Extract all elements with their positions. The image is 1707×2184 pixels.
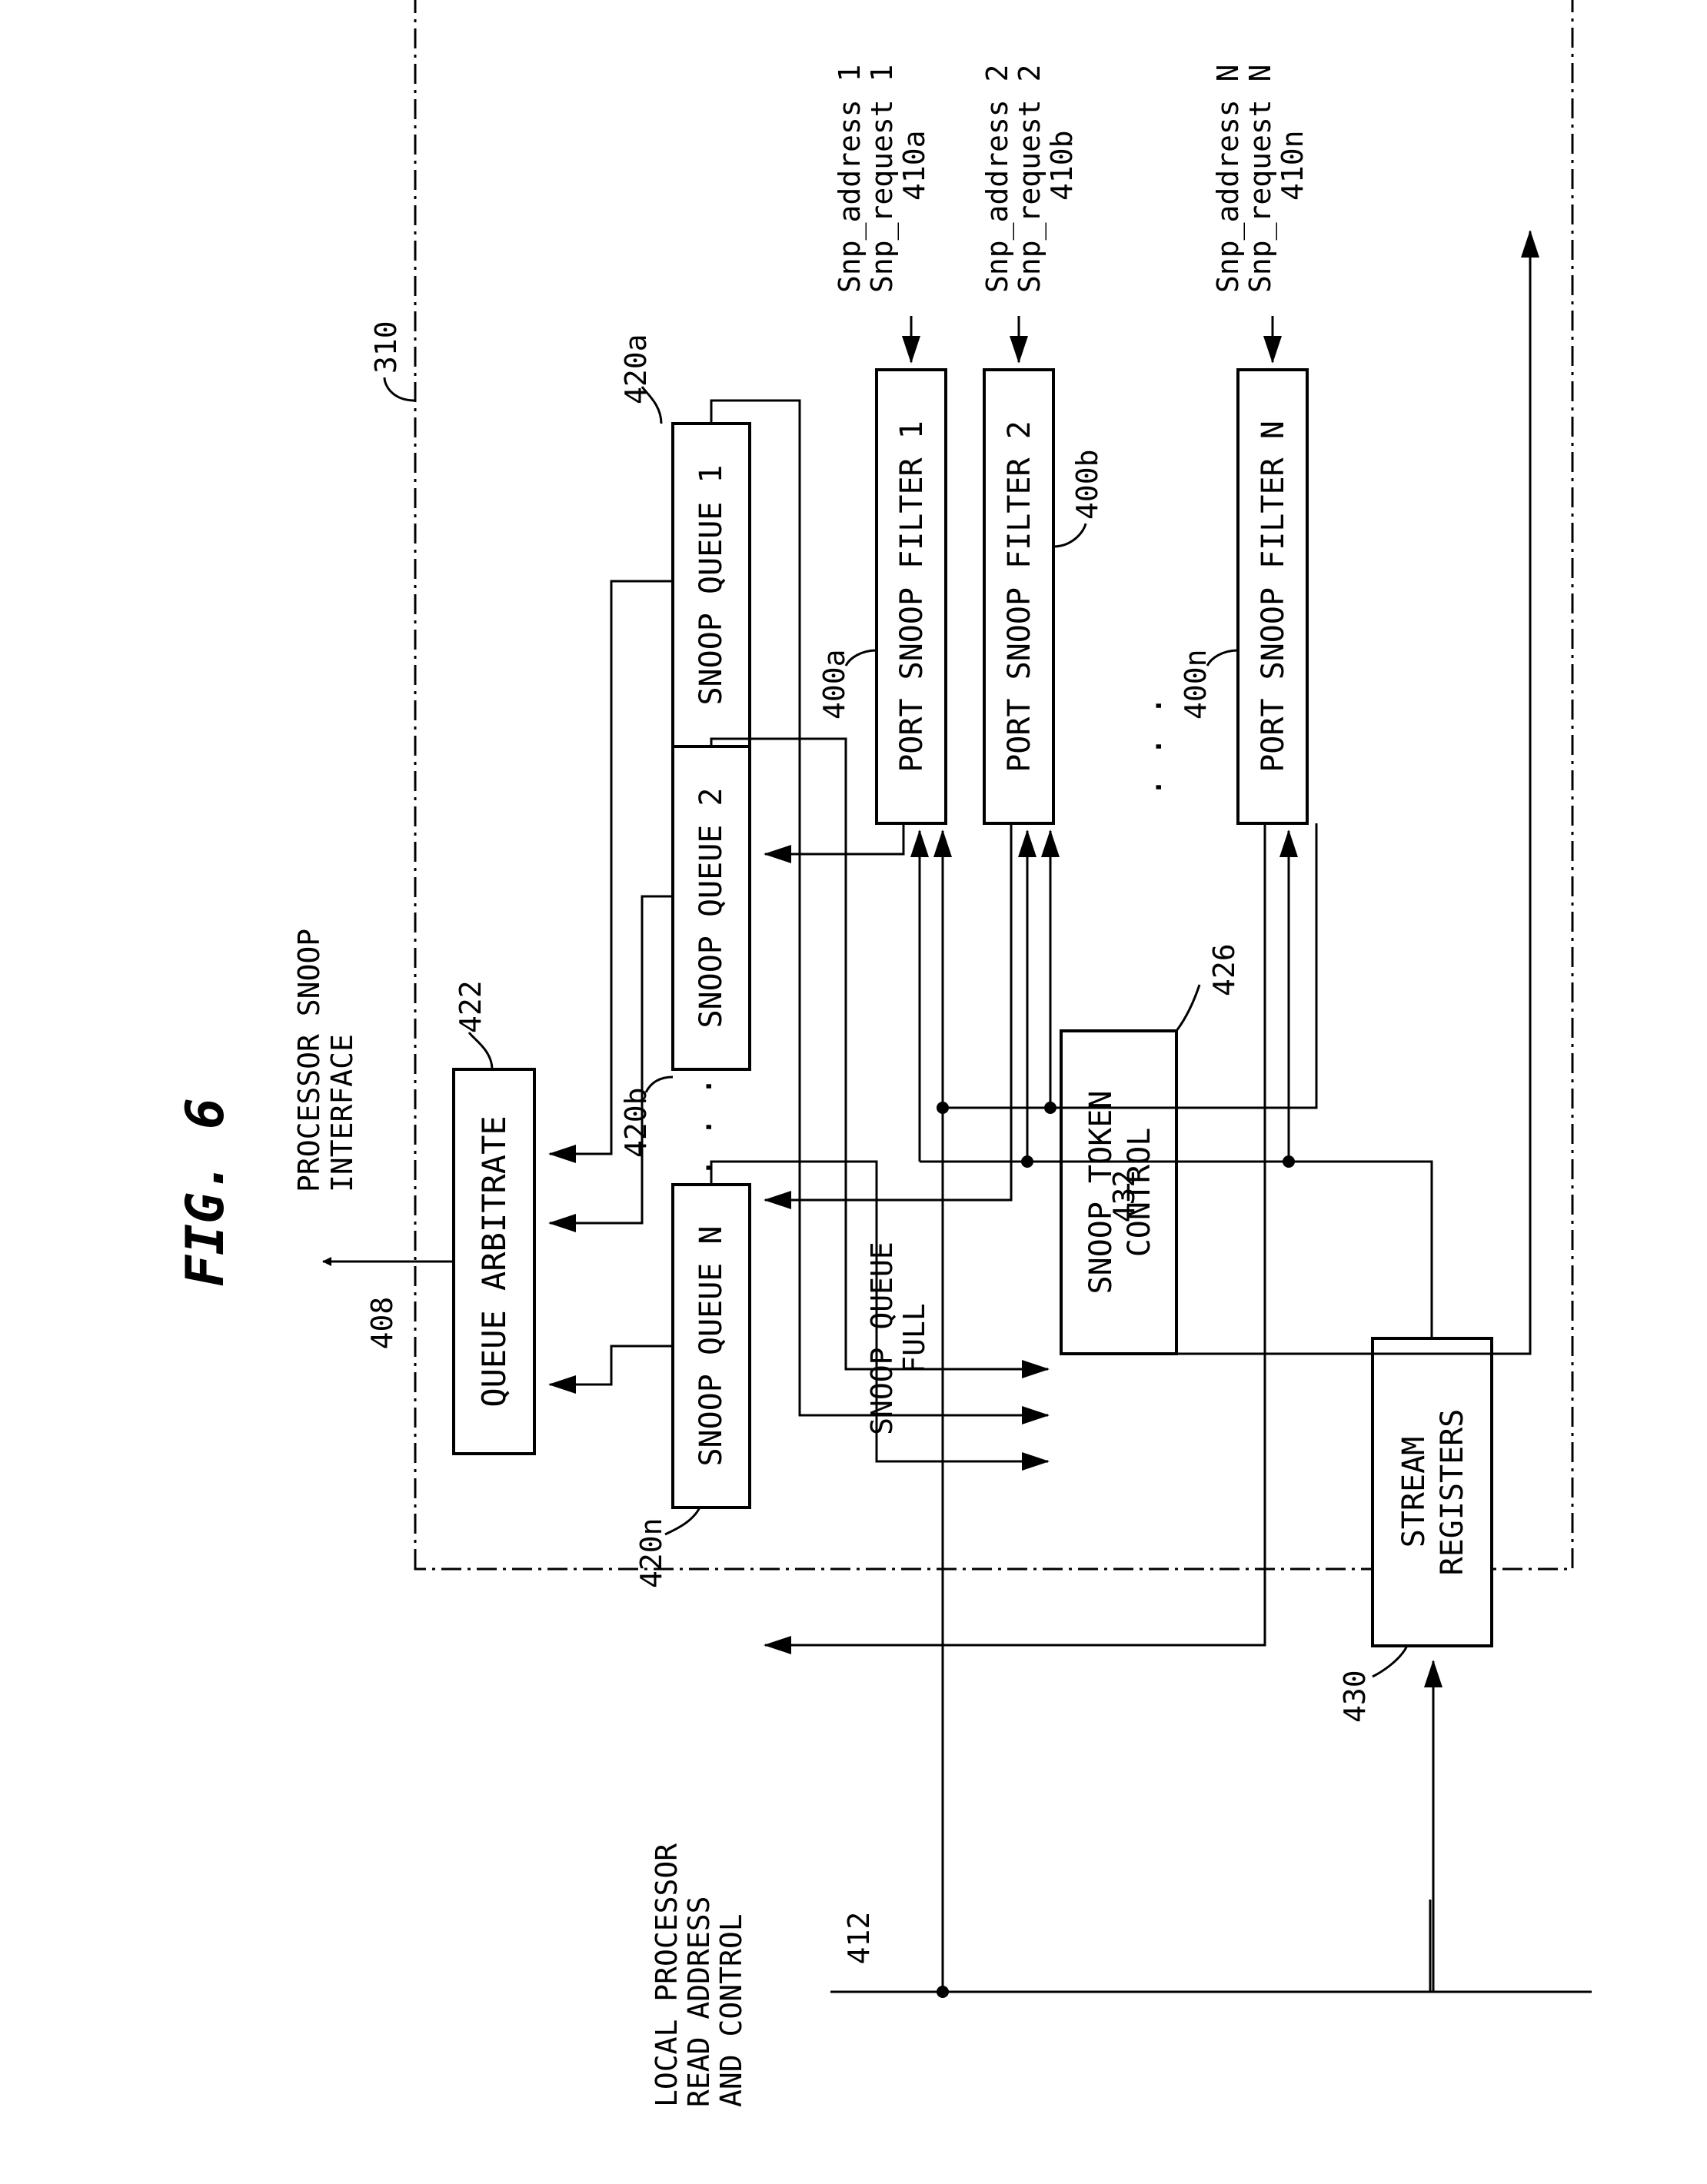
port-snoop-filter-1-label: PORT SNOOP FILTER 1: [894, 421, 930, 773]
local-processor-label-2: READ ADDRESS: [682, 1896, 716, 2107]
port-snoop-filter-2-label: PORT SNOOP FILTER 2: [1002, 421, 1037, 773]
wire-token-output: [1119, 231, 1530, 1354]
wire-queue1-to-arbitrate: [550, 581, 673, 1154]
snoop-queue-1-label: SNOOP QUEUE 1: [694, 464, 729, 705]
wire-queuen-to-arbitrate: [550, 1346, 673, 1385]
leader-426: [1176, 985, 1200, 1031]
stream-registers-label-2: REGISTERS: [1435, 1409, 1470, 1576]
snoop-queue-full-label-2: FULL: [897, 1303, 931, 1374]
processor-snoop-interface-label-2: INTERFACE: [325, 1034, 359, 1192]
wire-filtern-to-queuen: [765, 823, 1265, 1645]
input-1-line-2: Snp_request 1: [865, 65, 900, 293]
input-1-line-3: 410a: [897, 130, 931, 201]
ref-400n: 400n: [1179, 649, 1213, 720]
ref-426: 426: [1207, 943, 1241, 996]
ref-408: 408: [365, 1297, 399, 1350]
junction-trunk-1: [937, 1102, 949, 1114]
snoop-queue-n-label: SNOOP QUEUE N: [694, 1225, 729, 1466]
input-2-line-1: Snp_address 2: [980, 65, 1015, 293]
input-2-line-2: Snp_request 2: [1013, 65, 1047, 293]
leader-420n: [665, 1508, 700, 1534]
port-snoop-filter-n-label: PORT SNOOP FILTER N: [1256, 421, 1291, 773]
input-1-line-1: Snp_address 1: [833, 65, 867, 293]
figure-title: FIG. 6: [175, 1098, 236, 1287]
ref-432: 432: [1107, 1170, 1141, 1223]
ref-400b: 400b: [1070, 449, 1104, 520]
junction-trunk-2: [1044, 1102, 1056, 1114]
input-2-line-3: 410b: [1045, 130, 1079, 201]
input-n-line-1: Snp_address N: [1211, 65, 1246, 293]
wire-local-processor-bus: [830, 1900, 1592, 1992]
leader-310: [384, 377, 415, 401]
stream-registers-block: [1373, 1338, 1492, 1646]
ref-430: 430: [1338, 1670, 1372, 1723]
filter-ellipsis: . . .: [1130, 696, 1170, 797]
ref-422: 422: [454, 980, 487, 1033]
local-processor-label-3: AND CONTROL: [714, 1913, 748, 2107]
snoop-queue-2-label: SNOOP QUEUE 2: [694, 787, 729, 1028]
ref-310: 310: [369, 321, 403, 374]
ref-420a: 420a: [619, 334, 653, 404]
ref-420b: 420b: [619, 1087, 653, 1158]
junction-stream-1: [1021, 1155, 1033, 1168]
queue-arbitrate-label: QUEUE ARBITRATE: [475, 1115, 513, 1407]
junction-stream-2: [1283, 1155, 1295, 1168]
leader-422: [469, 1032, 492, 1069]
input-n-line-2: Snp_request N: [1243, 65, 1278, 293]
leader-430: [1373, 1646, 1407, 1677]
local-processor-label-1: LOCAL PROCESSOR: [650, 1843, 684, 2107]
snoop-queue-full-label-1: SNOOP QUEUE: [865, 1242, 899, 1435]
wire-filter1-to-queue1: [765, 823, 903, 854]
queue-ellipsis: . . .: [680, 1076, 720, 1178]
ref-412: 412: [842, 1912, 876, 1965]
ref-420n: 420n: [634, 1517, 668, 1588]
leader-400b: [1053, 524, 1086, 547]
input-n-line-3: 410n: [1276, 130, 1309, 201]
wire-filter2-to-queue2: [765, 823, 1011, 1200]
processor-snoop-interface-label-1: PROCESSOR SNOOP: [292, 929, 326, 1192]
ref-400a: 400a: [817, 649, 851, 720]
stream-registers-label-1: STREAM: [1396, 1437, 1432, 1548]
